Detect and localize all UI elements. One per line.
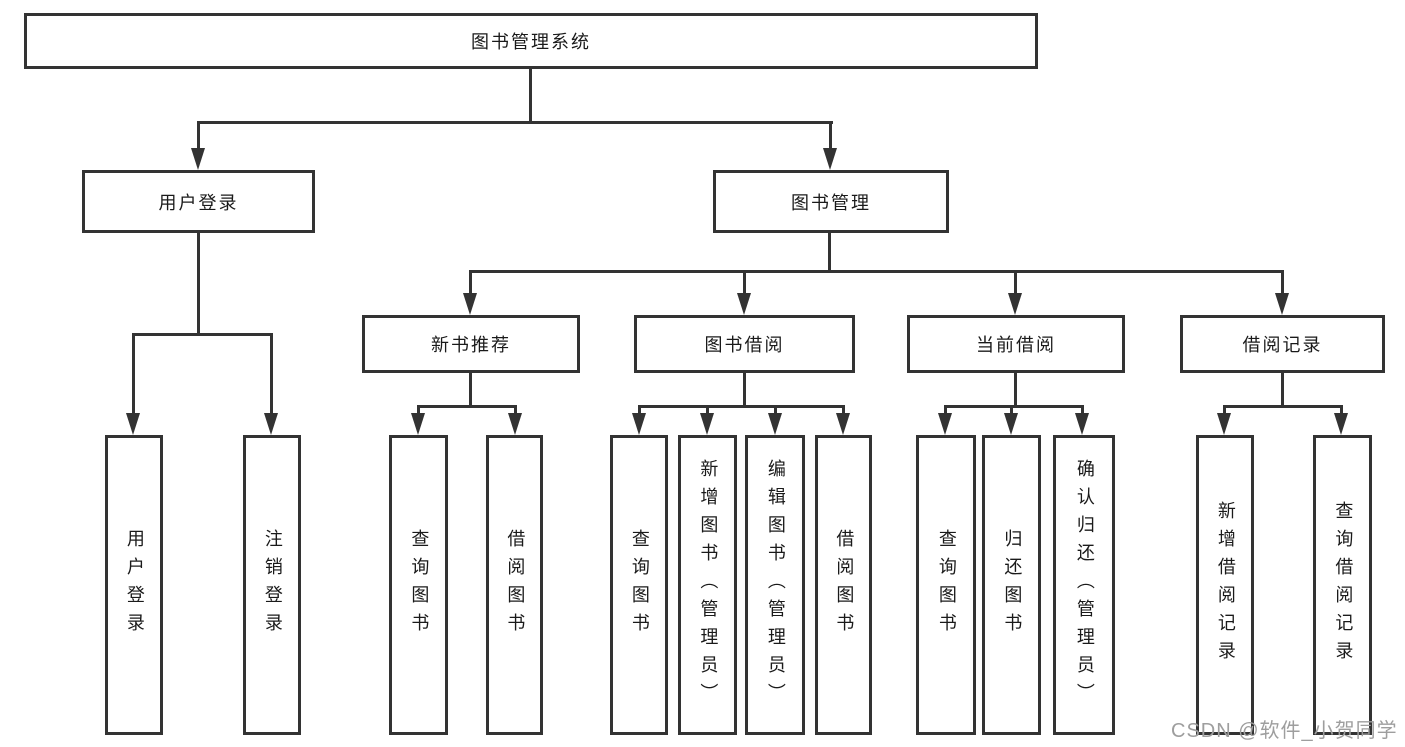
connector-line	[828, 233, 831, 273]
connector-line	[132, 333, 273, 336]
connector-line	[417, 405, 517, 408]
node-borrow-books-borrowing: 借阅图书	[815, 435, 872, 735]
node-label: 新增图书（管理员）	[698, 459, 719, 711]
arrow-down	[1004, 413, 1018, 435]
connector-line	[1014, 270, 1017, 295]
node-query-borrow-record: 查询借阅记录	[1313, 435, 1372, 735]
arrow-down	[1075, 413, 1089, 435]
node-label: 当前借阅	[976, 335, 1056, 355]
connector-line	[132, 333, 135, 415]
node-book-management: 图书管理	[713, 170, 949, 233]
node-borrowing-records: 借阅记录	[1180, 315, 1385, 373]
connector-line	[469, 270, 472, 295]
node-edit-books-admin: 编辑图书（管理员）	[745, 435, 805, 735]
connector-line	[706, 405, 709, 415]
node-book-borrowing: 图书借阅	[634, 315, 855, 373]
node-current-borrowing: 当前借阅	[907, 315, 1125, 373]
node-label: 借阅图书	[505, 529, 526, 641]
node-leaf-user-login: 用户登录	[105, 435, 163, 735]
node-user-login: 用户登录	[82, 170, 315, 233]
arrow-down	[1008, 293, 1022, 315]
arrow-down	[632, 413, 646, 435]
node-label: 用户登录	[124, 529, 145, 641]
connector-line	[1081, 405, 1084, 415]
node-label: 查询借阅记录	[1333, 501, 1354, 669]
connector-line	[1281, 270, 1284, 295]
connector-line	[270, 333, 273, 415]
node-borrow-books-newbook: 借阅图书	[486, 435, 543, 735]
node-label: 查询图书	[936, 529, 957, 641]
arrow-down	[938, 413, 952, 435]
node-add-borrow-record: 新增借阅记录	[1196, 435, 1254, 735]
connector-line	[1223, 405, 1343, 408]
connector-line	[842, 405, 845, 415]
arrow-down	[463, 293, 477, 315]
node-label: 图书管理	[791, 192, 871, 213]
connector-line	[1281, 373, 1284, 408]
arrow-down	[1334, 413, 1348, 435]
node-label: 用户登录	[158, 192, 239, 213]
connector-line	[197, 121, 200, 151]
node-label: 编辑图书（管理员）	[765, 459, 786, 711]
arrow-down	[508, 413, 522, 435]
connector-line	[417, 405, 420, 415]
node-confirm-return-admin: 确认归还（管理员）	[1053, 435, 1115, 735]
node-query-books-current: 查询图书	[916, 435, 976, 735]
node-label: 借阅图书	[834, 529, 855, 641]
arrow-down	[1275, 293, 1289, 315]
node-label: 确认归还（管理员）	[1074, 459, 1095, 711]
node-label: 图书管理系统	[471, 32, 591, 52]
node-label: 归还图书	[1002, 529, 1023, 641]
arrow-down	[191, 148, 205, 170]
node-new-book-recommendation: 新书推荐	[362, 315, 580, 373]
arrow-down	[823, 148, 837, 170]
connector-line	[743, 270, 746, 295]
connector-line	[197, 121, 833, 124]
arrow-down	[264, 413, 278, 435]
connector-line	[1014, 373, 1017, 408]
connector-line	[944, 405, 1084, 408]
arrow-down	[836, 413, 850, 435]
watermark: CSDN @软件_小贺同学	[1171, 720, 1398, 742]
node-label: 借阅记录	[1242, 335, 1323, 355]
node-leaf-logout: 注销登录	[243, 435, 301, 735]
connector-line	[944, 405, 947, 415]
connector-line	[638, 405, 641, 415]
arrow-down	[1217, 413, 1231, 435]
node-return-books: 归还图书	[982, 435, 1041, 735]
connector-line	[469, 270, 1284, 273]
node-label: 新增借阅记录	[1215, 501, 1236, 669]
connector-line	[514, 405, 517, 415]
arrow-down	[700, 413, 714, 435]
connector-line	[743, 373, 746, 408]
connector-line	[638, 405, 845, 408]
node-label: 查询图书	[629, 529, 650, 641]
node-query-books-borrowing: 查询图书	[610, 435, 668, 735]
arrow-down	[126, 413, 140, 435]
node-label: 新书推荐	[431, 335, 511, 355]
connector-line	[529, 69, 532, 124]
node-add-books-admin: 新增图书（管理员）	[678, 435, 737, 735]
arrow-down	[737, 293, 751, 315]
node-label: 图书借阅	[704, 335, 785, 355]
connector-line	[829, 121, 832, 151]
connector-line	[774, 405, 777, 415]
connector-line	[1340, 405, 1343, 415]
connector-line	[469, 373, 472, 408]
node-query-books-newbook: 查询图书	[389, 435, 448, 735]
node-label: 注销登录	[262, 529, 283, 641]
connector-line	[1010, 405, 1013, 415]
node-label: 查询图书	[409, 529, 430, 641]
connector-line	[1223, 405, 1226, 415]
node-library-system: 图书管理系统	[24, 13, 1038, 69]
arrow-down	[768, 413, 782, 435]
arrow-down	[411, 413, 425, 435]
connector-line	[197, 233, 200, 336]
